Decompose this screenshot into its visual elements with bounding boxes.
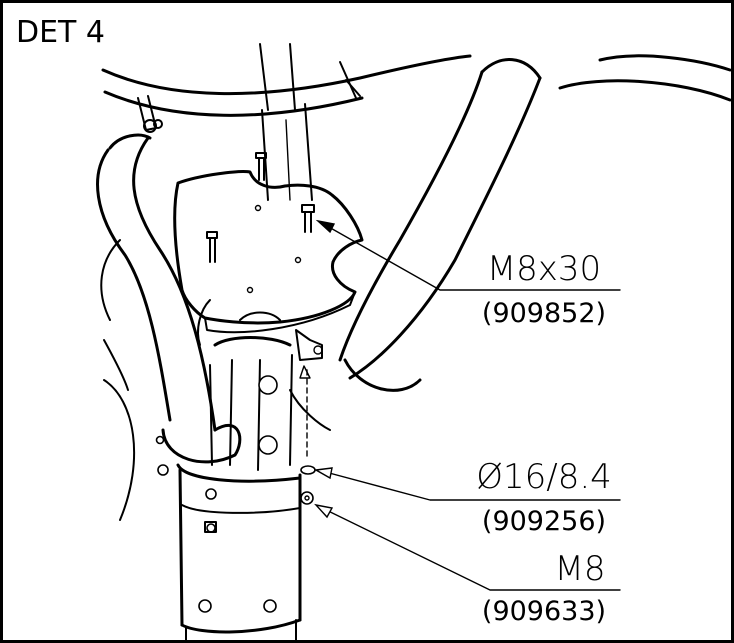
detail-title: DET 4 [16, 15, 105, 50]
callout-part-no-screw: (909852) [482, 298, 606, 329]
callout-spec-washer: Ø16/8.4 [476, 457, 612, 497]
leader-lines [313, 219, 621, 591]
callout-part-no-nut: (909633) [482, 596, 606, 627]
callout-part-no-washer: (909256) [482, 506, 606, 537]
callout-spec-nut: M8 [555, 549, 606, 589]
assembly-illustration [96, 43, 732, 641]
callout-spec-screw: M8x30 [487, 249, 601, 289]
